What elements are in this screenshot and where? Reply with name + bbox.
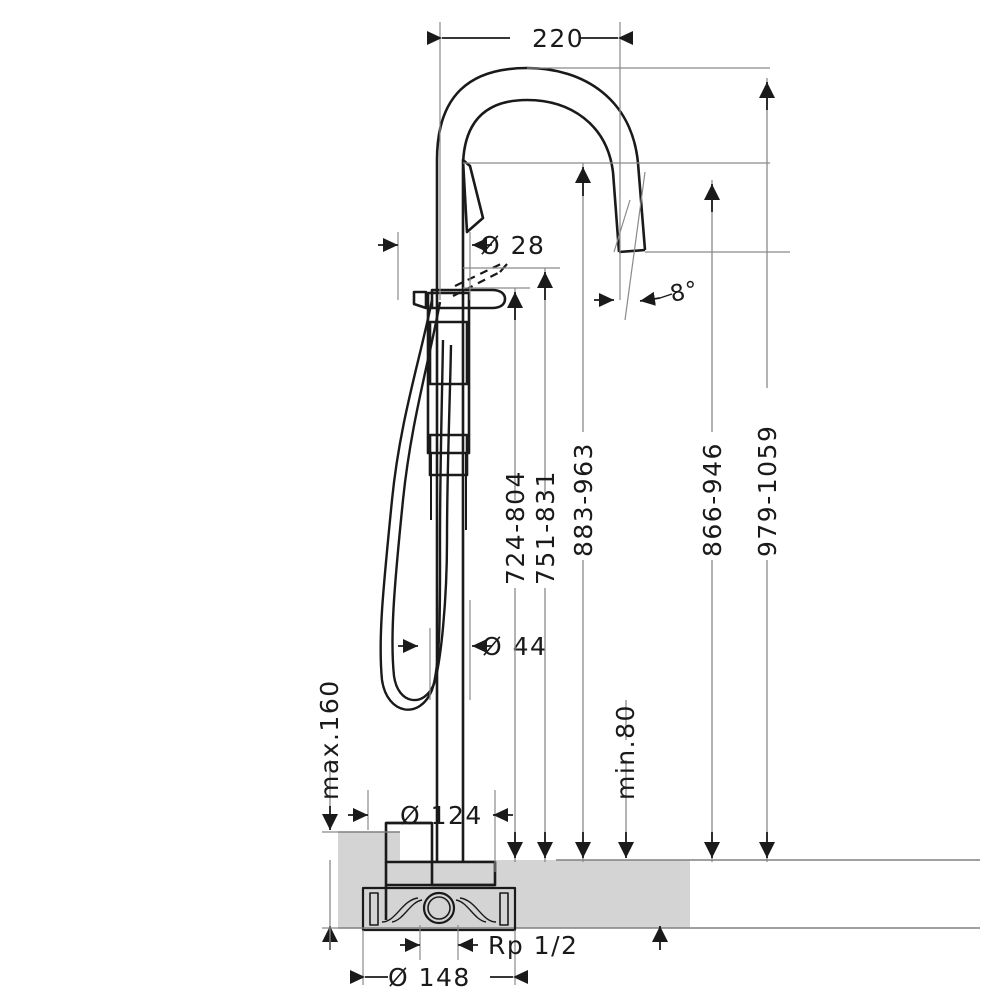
dim-883-label: 883-963 bbox=[569, 442, 598, 557]
dim-d124-label: Ø 124 bbox=[400, 801, 483, 830]
base-fillet-left-2 bbox=[391, 899, 423, 923]
shower-hose-outer bbox=[379, 299, 445, 711]
dim-8deg: 8° bbox=[594, 171, 701, 321]
supply-connection-port bbox=[422, 891, 456, 925]
dim-max160-label: max.160 bbox=[315, 679, 344, 800]
spout-inner-profile bbox=[461, 98, 621, 300]
dim-979-label: 979-1059 bbox=[753, 425, 782, 557]
dim-724-label: 724-804 bbox=[501, 470, 530, 585]
dim-8deg-arrow-right bbox=[639, 291, 661, 306]
base-plate-left-lug bbox=[369, 892, 379, 926]
dim-8deg-ref-line bbox=[613, 199, 631, 253]
dim-d124: Ø 124 bbox=[348, 801, 513, 830]
lever-open-position-lower bbox=[452, 271, 501, 297]
vertical-dim-up-arrows bbox=[507, 82, 775, 320]
base-fillet-left bbox=[381, 897, 419, 923]
lever-open-position bbox=[454, 261, 506, 287]
vertical-dim-down-arrows bbox=[507, 832, 775, 858]
base-plate-right-lug bbox=[499, 892, 509, 926]
supply-connection-bore bbox=[427, 896, 451, 920]
dim-8deg-slant-line bbox=[624, 171, 646, 321]
dim-751-label: 751-831 bbox=[531, 470, 560, 585]
dim-220: 220 bbox=[427, 24, 633, 53]
shower-hose-inner bbox=[391, 301, 453, 702]
base-fillet-right-2 bbox=[455, 899, 487, 923]
dim-rp12: Rp 1/2 bbox=[400, 931, 578, 960]
spout-outlet-cap bbox=[618, 248, 646, 254]
throat-wedge bbox=[461, 158, 485, 234]
dim-d148-label: Ø 148 bbox=[388, 963, 471, 992]
faucet-outline bbox=[361, 66, 647, 932]
dim-8deg-label: 8° bbox=[668, 277, 701, 308]
valve-trim-ring bbox=[428, 320, 469, 386]
dim-866-label: 866-946 bbox=[698, 442, 727, 557]
dim-d44-label: Ø 44 bbox=[482, 632, 547, 661]
dim-d44: Ø 44 bbox=[398, 632, 547, 661]
dim-8deg-leader bbox=[659, 293, 673, 299]
dim-rp12-label: Rp 1/2 bbox=[488, 931, 578, 960]
dim-d28-label: Ø 28 bbox=[480, 231, 545, 260]
vertical-dim-labels: 724-804 751-831 883-963 866-946 979-1059… bbox=[315, 425, 782, 800]
floor-section bbox=[338, 831, 980, 929]
dim-220-label: 220 bbox=[532, 24, 584, 53]
vertical-dim-lines bbox=[329, 78, 768, 862]
dim-d28: Ø 28 bbox=[378, 231, 545, 260]
lever-handle bbox=[430, 288, 507, 310]
dim-d148: Ø 148 bbox=[350, 963, 528, 992]
base-fillet-right bbox=[459, 897, 497, 923]
lever-pivot bbox=[412, 290, 428, 310]
dim-min80-label: min.80 bbox=[611, 704, 640, 800]
hose-connector bbox=[430, 453, 467, 530]
